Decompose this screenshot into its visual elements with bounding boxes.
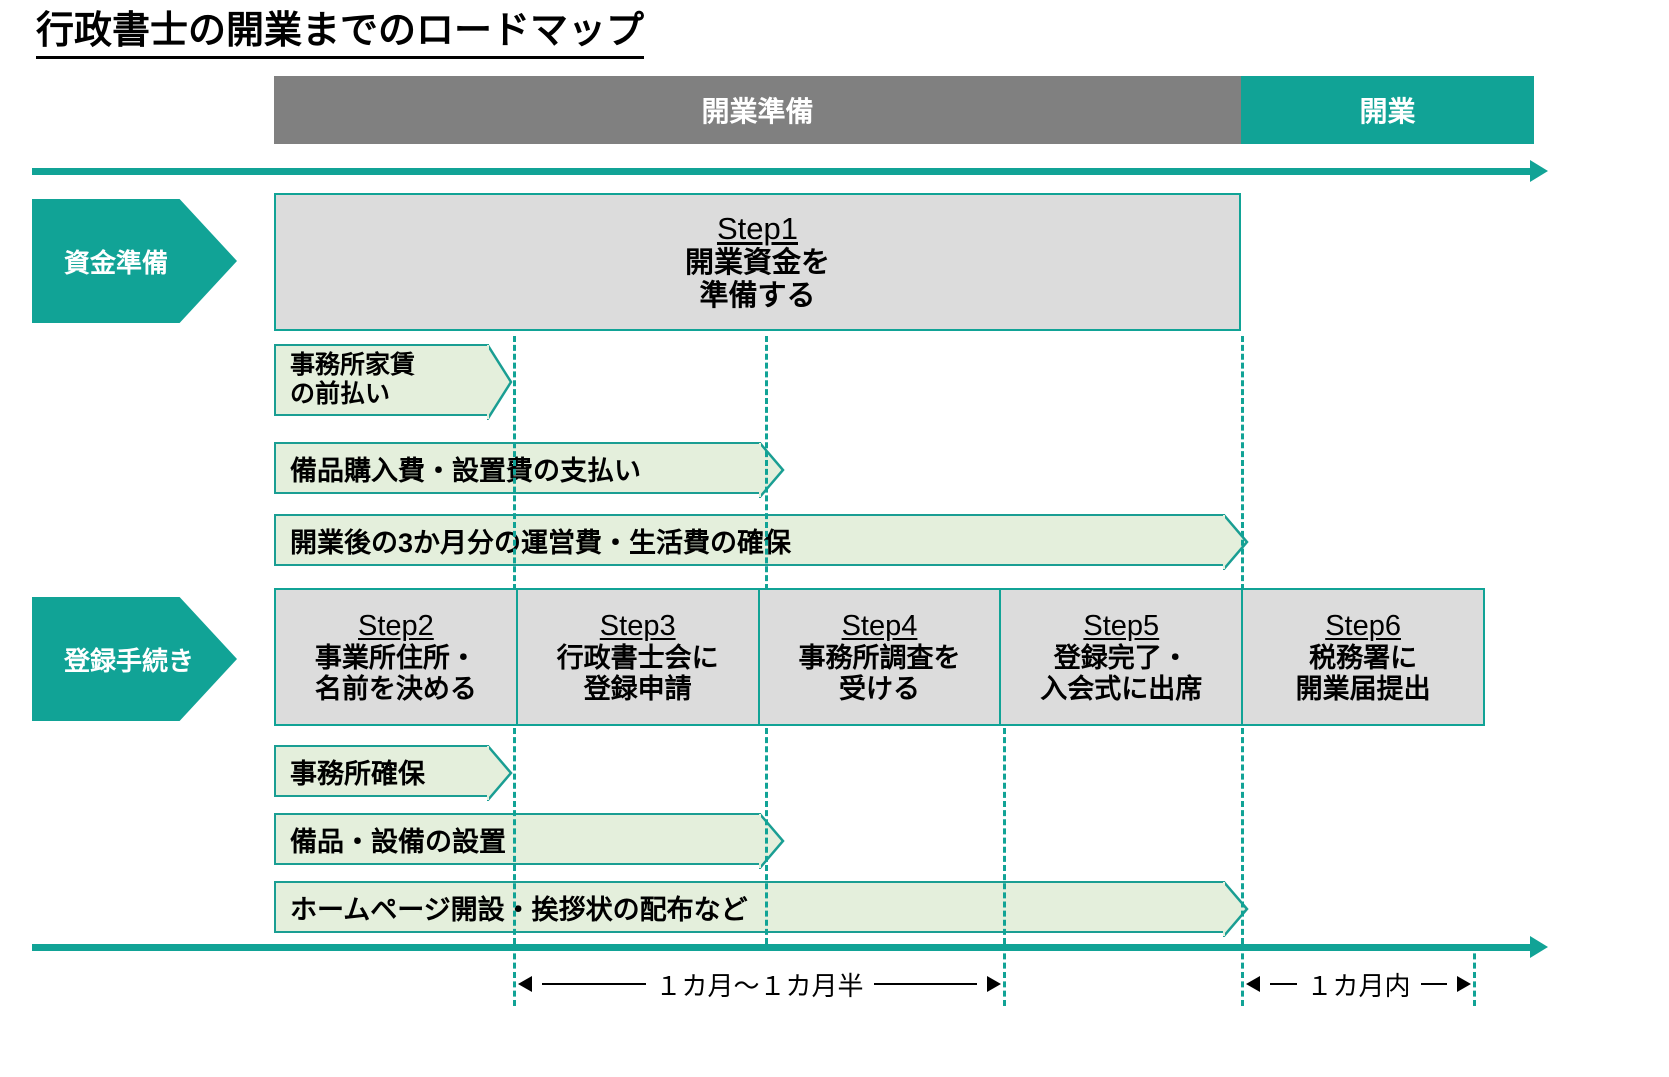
task-label-three-month-operating-funds: 開業後の3か月分の運営費・生活費の確保 [290,527,792,558]
task-label-office-rent-prepayment-2: の前払い [290,380,391,408]
duration-annotation-within-one-month: １カ月内 [1246,962,1472,1006]
duration-rule-right [873,983,978,985]
arrow-right-icon [1457,976,1472,992]
timeline-axis-bottom [32,944,1532,951]
step-cell-step1[interactable]: Step1 開業資金を 準備する [276,211,1239,312]
duration-tick-open-start [1241,944,1244,1006]
category-arrow-funding: 資金準備 [32,199,237,323]
category-label-registration: 登録手続き [64,645,195,676]
duration-rule-left [1270,983,1297,985]
divider-dashed-step2-step3 [513,336,516,590]
task-label-office-rent-prepayment-1: 事務所家賃 [290,350,416,379]
timeline-axis-top-arrowhead-icon [1530,160,1548,182]
chevron-point-icon [1223,514,1249,570]
chevron-point-icon [487,745,513,801]
duration-tick-left [513,944,516,1006]
step-cell-step2[interactable]: Step2 事業所住所・ 名前を決める [276,590,518,724]
task-chevron-equipment-purchase-payment[interactable]: 備品購入費・設置費の支払い [274,442,785,498]
arrow-left-icon [518,976,532,992]
chevron-point-icon [1223,881,1249,937]
divider-dashed-step2-step3-lower [513,728,516,944]
step-cell-step6[interactable]: Step6 税務署に 開業届提出 [1243,590,1483,724]
task-label-install-equipment: 備品・設備の設置 [290,826,506,857]
divider-dashed-step5-step6 [1241,336,1244,590]
step-title-step2: Step2 [358,609,434,642]
step-line-step5-1: 登録完了・ [1053,642,1189,673]
category-label-funding: 資金準備 [64,247,169,278]
duration-tick-open-end [1473,944,1476,1006]
task-chevron-three-month-operating-funds[interactable]: 開業後の3か月分の運営費・生活費の確保 [274,514,1249,570]
phase-bar-preparation: 開業準備 [274,76,1241,144]
step-line-step3-2: 登録申請 [583,673,692,704]
task-chevron-website-and-greeting-cards[interactable]: ホームページ開設・挨拶状の配布など [274,881,1249,937]
timeline-axis-bottom-arrowhead-icon [1530,936,1548,958]
chevron-point-icon [487,344,513,420]
step-cell-step3[interactable]: Step3 行政書士会に 登録申請 [518,590,760,724]
chevron-point-icon [759,442,785,498]
duration-label-one-to-one-half-month: １カ月〜１カ月半 [655,970,864,1001]
step-cell-step5[interactable]: Step5 登録完了・ 入会式に出席 [1001,590,1244,724]
task-label-website-and-greeting-cards: ホームページ開設・挨拶状の配布など [290,894,748,925]
step-line-step2-1: 事業所住所・ [314,642,477,673]
step-line-step3-1: 行政書士会に [556,642,719,673]
duration-label-within-one-month: １カ月内 [1306,970,1411,1001]
duration-rule-left [542,983,646,985]
step-title-step1: Step1 [716,211,798,247]
step-band-funding: Step1 開業資金を 準備する [274,193,1241,331]
task-chevron-office-rent-prepayment[interactable]: 事務所家賃 の前払い [274,344,513,420]
step-line-step2-2: 名前を決める [314,673,477,704]
page-title: 行政書士の開業までのロードマップ [36,8,645,60]
phase-label-preparation: 開業準備 [701,96,814,127]
phase-label-opening: 開業 [1359,96,1416,127]
step-title-step3: Step3 [599,609,676,642]
step-line-step5-2: 入会式に出席 [1040,673,1203,704]
step-title-step5: Step5 [1083,609,1160,642]
phase-bar-opening: 開業 [1241,76,1534,144]
task-chevron-secure-office[interactable]: 事務所確保 [274,745,513,801]
step-line-step4-1: 事務所調査を [798,642,961,673]
timeline-axis-top [32,168,1532,175]
task-label-secure-office: 事務所確保 [290,758,425,789]
divider-dashed-step3-step4 [765,336,768,590]
task-label-equipment-purchase-payment: 備品購入費・設置費の支払い [290,455,641,486]
step-line-step4-2: 受ける [838,673,920,704]
divider-dashed-step4-step5 [1003,728,1006,944]
chevron-point-icon [759,813,785,869]
duration-annotation-one-to-one-half-month: １カ月〜１カ月半 [518,962,1002,1006]
step-title-step6: Step6 [1325,609,1401,642]
duration-tick-mid [1003,944,1006,1006]
arrow-left-icon [1246,976,1260,992]
divider-dashed-step3-step4-lower [765,728,768,944]
duration-rule-right [1420,983,1448,985]
task-chevron-install-equipment[interactable]: 備品・設備の設置 [274,813,785,869]
step-line-step6-2: 開業届提出 [1295,673,1431,704]
step-cell-step4[interactable]: Step4 事務所調査を 受ける [760,590,1002,724]
step-line-step6-1: 税務署に [1309,642,1418,673]
step-line-step1-2: 準備する [699,279,816,312]
step-title-step4: Step4 [841,609,918,642]
divider-dashed-step5-step6-lower [1241,728,1244,944]
step-line-step1-1: 開業資金を [684,246,830,279]
arrow-right-icon [987,976,1002,992]
step-band-registration: Step2 事業所住所・ 名前を決める Step3 行政書士会に 登録申請 St… [274,588,1485,726]
category-arrow-registration: 登録手続き [32,597,237,721]
